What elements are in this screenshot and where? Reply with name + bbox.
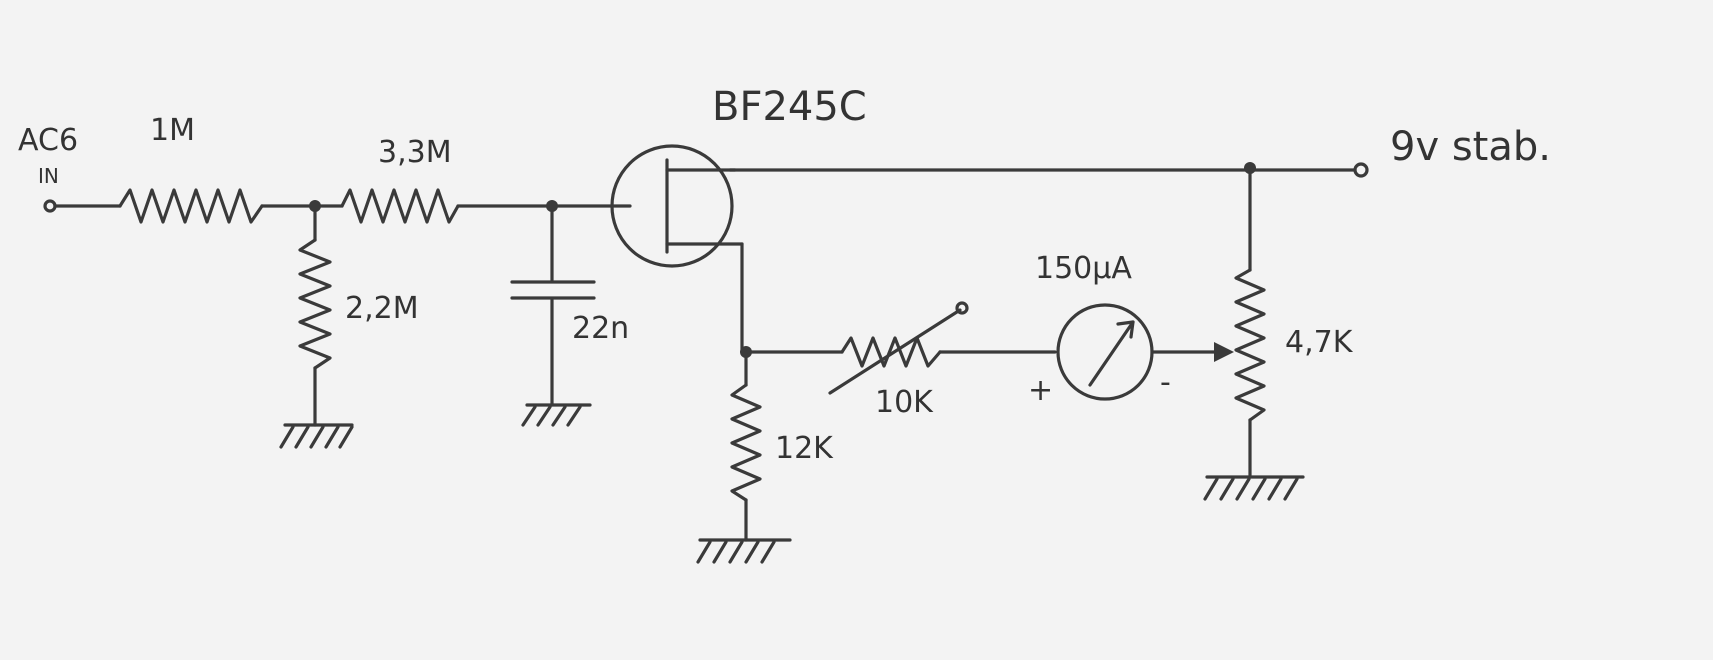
label-rvar: 10K <box>875 385 934 420</box>
ground-symbol-2 <box>521 403 592 427</box>
label-meter-minus: - <box>1160 365 1171 400</box>
ground-symbol-3 <box>696 538 792 564</box>
label-r2: 3,3M <box>378 135 452 170</box>
ground-symbol-1 <box>279 423 354 449</box>
wiper-arrowhead <box>1214 342 1234 362</box>
label-input: AC6 <box>18 123 78 158</box>
resistor-r-source <box>730 383 762 502</box>
label-c1: 22n <box>572 311 629 346</box>
label-input-sub: IN <box>38 164 59 188</box>
ground-symbol-4 <box>1203 475 1305 501</box>
label-r3: 2,2M <box>345 291 419 326</box>
resistor-r2 <box>340 188 460 224</box>
label-meter-plus: + <box>1028 373 1053 408</box>
resistor-variable <box>840 336 942 368</box>
label-transistor: BF245C <box>712 84 867 130</box>
variable-arrow <box>828 308 962 395</box>
variable-arrow-tip <box>955 301 969 315</box>
potentiometer <box>1234 268 1266 422</box>
label-pot: 4,7K <box>1285 325 1354 360</box>
label-r-source: 12K <box>775 431 834 466</box>
ammeter <box>1056 303 1154 401</box>
label-r1: 1M <box>150 113 195 148</box>
resistor-r1 <box>118 188 264 224</box>
supply-terminal <box>1353 162 1369 178</box>
jfet-transistor <box>610 144 744 268</box>
label-meter: 150µA <box>1035 251 1132 286</box>
label-supply: 9v stab. <box>1390 124 1551 170</box>
resistor-r3 <box>298 238 332 370</box>
